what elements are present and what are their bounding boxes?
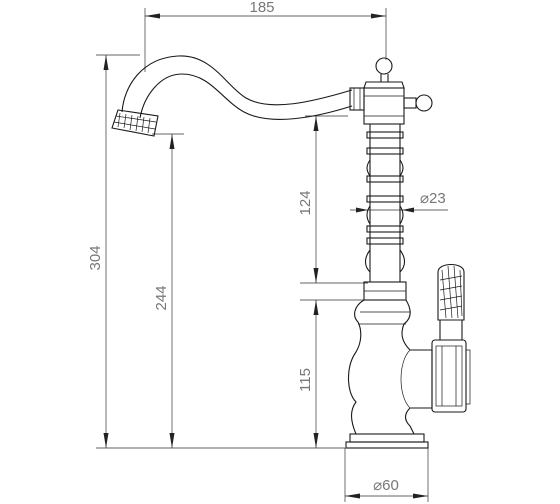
dim-label-304: 304 [87,245,104,270]
dim-label-d23: ⌀23 [420,190,446,207]
dim-base-height: 115 [297,299,368,448]
faucet-lever-handle [431,263,471,413]
dim-label-124: 124 [297,190,314,215]
dim-diameter-column: ⌀23 [350,190,448,213]
dim-column-height: 124 [297,115,368,284]
dim-label-115: 115 [297,368,314,392]
dim-total-height: 304 [87,54,345,449]
dim-top-width: 185 [144,0,387,72]
dim-label-185: 185 [249,0,274,16]
dim-label-244: 244 [153,285,170,310]
dim-spout-height: 244 [152,133,184,448]
faucet-top-hub [349,57,433,125]
faucet-spout [111,55,353,137]
faucet-column [363,124,407,301]
dim-diameter-base: ⌀60 [344,448,429,502]
faucet-body [345,299,433,449]
dim-label-d60: ⌀60 [373,477,399,494]
